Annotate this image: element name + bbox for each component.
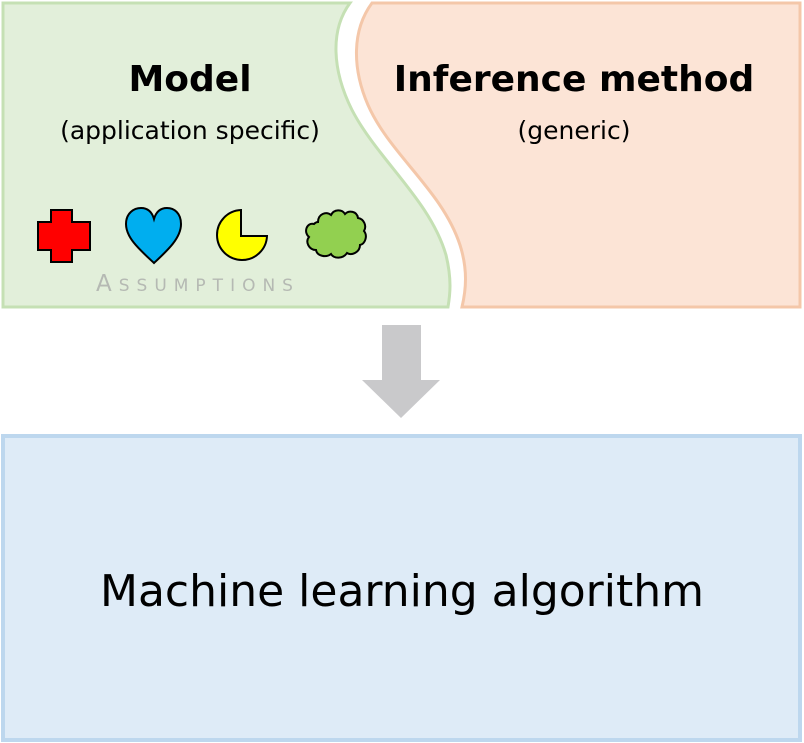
inference-subtitle: (generic) [518, 116, 631, 145]
inference-title: Inference method [394, 59, 754, 100]
pacman-icon [216, 208, 269, 261]
assumptions-label-text: ASSUMPTIONS [96, 271, 300, 297]
algorithm-box [1, 434, 802, 742]
down-arrow-icon [362, 325, 440, 418]
inference-region [354, 1, 802, 309]
heart-icon [124, 206, 183, 265]
model-subtitle: (application specific) [60, 116, 320, 145]
assumptions-rest: SSUMPTIONS [119, 276, 300, 296]
cloud-icon [305, 209, 367, 259]
assumptions-initial: A [96, 271, 119, 297]
assumptions-label: ASSUMPTIONS [96, 271, 300, 297]
cross-icon [37, 209, 91, 263]
model-title: Model [128, 59, 251, 100]
algorithm-label: Machine learning algorithm [100, 566, 704, 617]
